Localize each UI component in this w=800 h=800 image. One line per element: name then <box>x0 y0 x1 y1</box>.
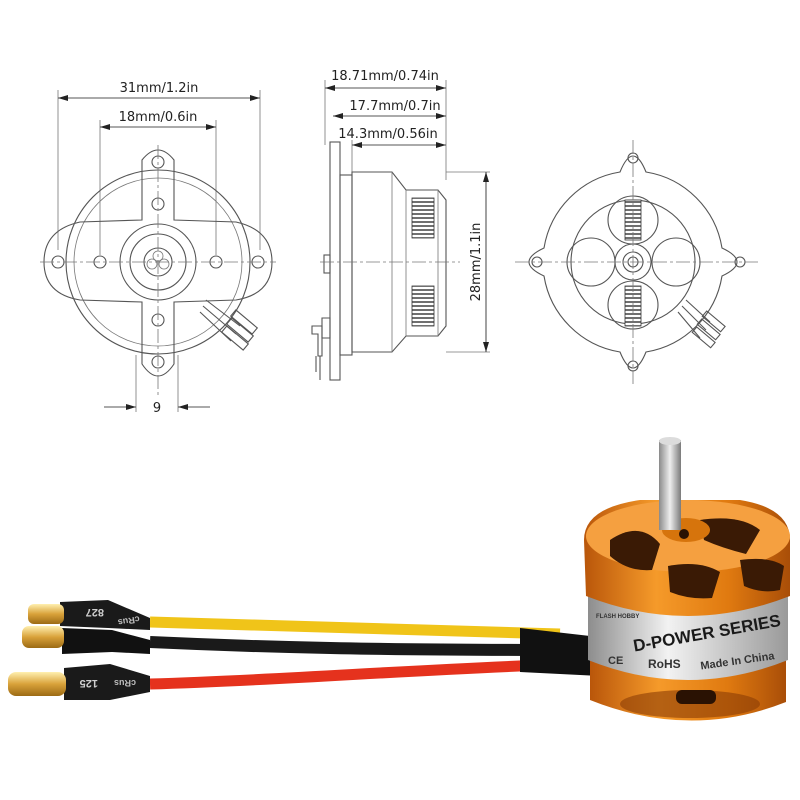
gold-connector-1 <box>28 604 64 624</box>
black-wire <box>149 636 566 656</box>
shaft-offset-label: 6 <box>153 398 161 413</box>
side-view-drawing: 18.71mm/0.74in 17.7mm/0.7in 14.3mm/0.56i… <box>311 69 490 381</box>
gold-connector-3 <box>8 672 66 696</box>
dimension-diameter: 28mm/1.1in <box>446 171 490 353</box>
connector-top: 827 cRus <box>22 600 150 654</box>
body-length-label: 17.7mm/0.7in <box>349 99 440 114</box>
wire-bundle <box>149 616 600 690</box>
total-length-label: 18.71mm/0.74in <box>331 69 439 84</box>
top-tube-number: 827 <box>86 606 104 618</box>
bottom-tube-number: 125 <box>80 677 98 689</box>
front-hole-spacing-label: 18mm/0.6in <box>119 110 198 125</box>
dimension-front-hole-spacing: 18mm/0.6in <box>99 110 217 255</box>
connector-bottom: 125 cRus <box>8 664 150 700</box>
bottom-tube-text: cRus <box>114 678 136 688</box>
front-width-label: 31mm/1.2in <box>120 81 199 96</box>
label-band <box>588 592 788 680</box>
ce-mark: CE <box>608 655 623 667</box>
motor-shaft <box>659 440 681 530</box>
gold-connector-2 <box>22 626 64 648</box>
brand-text: FLASH HOBBY <box>596 614 639 620</box>
dimension-bell-length: 14.3mm/0.56in <box>338 127 446 175</box>
dimension-front-width: 31mm/1.2in <box>57 81 261 250</box>
front-view-drawing: 31mm/1.2in 18mm/0.6in <box>40 81 276 413</box>
wire-sleeve <box>520 628 600 676</box>
top-tube-text: cRus <box>117 614 140 628</box>
rear-view-drawing <box>515 140 758 385</box>
dimension-body-length: 17.7mm/0.7in <box>333 99 446 119</box>
diameter-label: 28mm/1.1in <box>469 223 484 302</box>
yellow-wire <box>149 616 561 640</box>
motor-photo: 827 cRus 125 cRus <box>8 437 790 721</box>
dimension-shaft-offset: 6 <box>104 355 210 413</box>
dimension-total-length: 18.71mm/0.74in <box>324 69 447 180</box>
rohs-text: RoHS <box>648 657 681 671</box>
bell-length-label: 14.3mm/0.56in <box>338 127 437 142</box>
motor-body: FLASH HOBBY D-POWER SERIES CE RoHS Made … <box>584 437 790 721</box>
red-wire <box>149 658 571 690</box>
